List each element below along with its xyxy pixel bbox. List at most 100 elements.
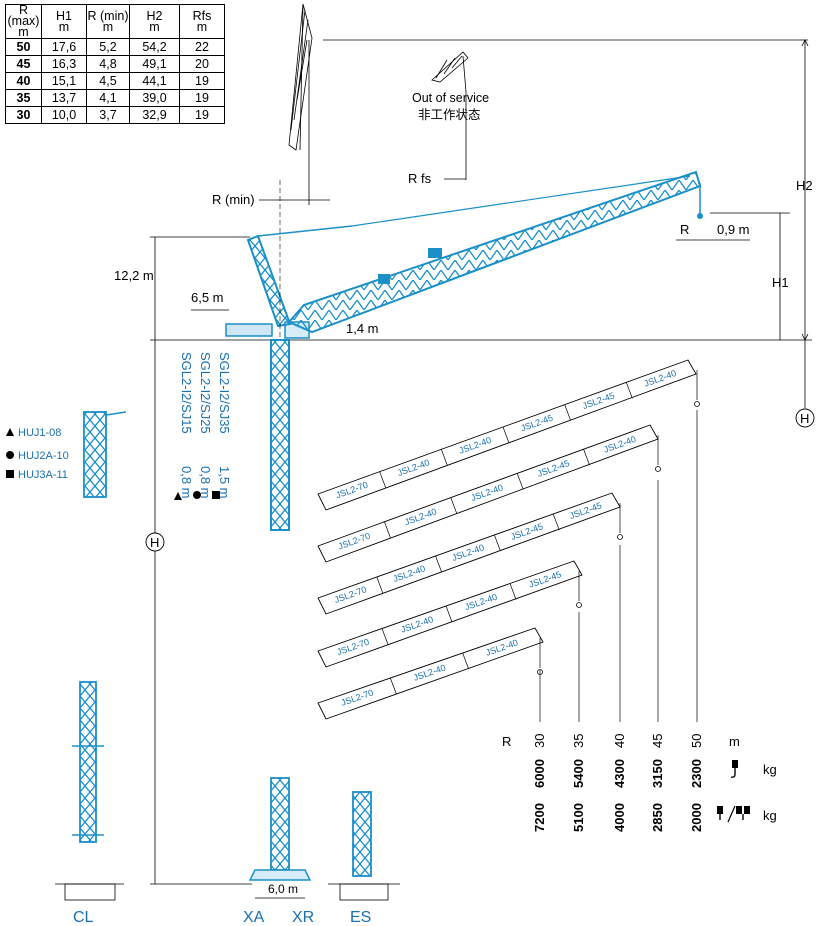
base-cl: CL [55,681,124,926]
rfs-label: R fs [408,171,432,186]
double-hook-icon [717,805,750,823]
cell: 32,9 [129,106,180,124]
out-of-service-jib-outline [431,51,469,93]
h-right-symbol [795,408,815,428]
h-left-label: H [150,535,159,550]
triangle-icon [174,492,182,500]
double-fall-load: 4000 [612,803,627,832]
climbing-2-label: HUJ2A-10 [18,450,69,462]
mast-1-name: SGL2-I2/SJ15 [179,352,194,434]
h-left-symbol [145,532,165,552]
mast-3-name: SGL2-I2/SJ35 [217,352,232,434]
climbing-frame [83,411,107,498]
hook-icon [617,534,623,540]
base-es: ES [328,791,400,926]
folded-jib-outline [288,3,313,151]
segment-divider [390,677,397,695]
single-fall-load: 4300 [612,759,627,788]
single-fall-load: 3150 [650,759,665,788]
square-icon [6,470,14,478]
climbing-legend: HUJ1-08 HUJ2A-10 HUJ3A-11 [6,411,127,498]
cell: 17,6 [41,38,87,56]
dim-122-label: 12,2 m [114,268,154,283]
segment-divider [502,426,510,444]
out-of-service-label: Out of service [412,91,489,105]
base-es-label: ES [350,909,371,926]
dim-14-label: 1,4 m [346,321,379,336]
segment-divider [626,382,633,399]
segment-divider [441,449,448,466]
mast-2-dim: 0,8 m [198,466,213,499]
segment-divider [450,497,458,514]
base-xr-label: XR [292,909,314,926]
hook-icon [576,602,582,608]
header-rmax: R (max)m [5,4,42,39]
mast-2-name: SGL2-I2/SJ25 [198,352,213,434]
base-cl-label: CL [73,909,94,926]
segment-divider [379,471,386,488]
single-fall-load: 6000 [532,759,547,788]
crane-slewing [225,321,310,339]
jib-config-1: JSL2-70JSL2-40JSL2-40JSL2-45JSL2-45JSL2-… [317,359,700,511]
crane-mast [270,339,290,531]
cell: 20 [179,55,225,73]
load-unit-kg-2: kg [763,808,777,823]
segment-divider [384,521,391,538]
load-chart: R m kg kg 306000720035540051004043004000… [502,410,777,832]
cell: 3,7 [86,106,130,124]
segment-divider [583,449,590,466]
radius-value: 40 [612,734,627,748]
segment-divider [494,534,501,552]
load-unit-kg-1: kg [763,762,777,777]
dim-60-label: 6,0 m [268,882,298,896]
h2-label: H2 [796,178,813,193]
double-fall-load: 2000 [689,803,704,832]
mast-labels: SGL2-I2/SJ15 0,8 m SGL2-I2/SJ25 0,8 m SG… [174,352,232,500]
h-right-label: H [800,411,809,426]
cell: 39,0 [129,89,180,107]
base-xa-xr: 6,0 m XA XR [243,777,314,926]
radius-value: 30 [532,734,547,748]
radius-value: 50 [689,734,704,748]
cell: 19 [179,106,225,124]
cell: 30 [5,106,42,124]
segment-divider [552,513,560,531]
jib-configurations: JSL2-70JSL2-40JSL2-40JSL2-45JSL2-45JSL2-… [317,359,700,720]
h1-label: H1 [772,275,789,290]
mast-1-dim: 0,8 m [179,466,194,499]
jib-outline [317,560,583,668]
segment-divider [564,404,571,421]
dim-65-label: 6,5 m [191,290,224,305]
cell: 40 [5,72,42,90]
load-unit-m: m [729,734,740,749]
radius-value: 45 [650,734,665,748]
square-icon [212,491,220,499]
hook-icon [694,401,700,407]
segment-divider [509,583,517,600]
r-label: R [680,222,689,237]
hook-icon [655,466,661,472]
segment-divider [462,652,469,670]
load-r-label: R [502,734,511,749]
cell: 10,0 [41,106,87,124]
cell: 22 [179,38,225,56]
segment-divider [516,473,524,490]
radius-value: 35 [571,734,586,748]
segment-divider [381,628,389,645]
dim-09-label: 0,9 m [717,222,750,237]
crane-tower-head [246,175,691,328]
triangle-icon [6,428,14,436]
base-xa-label: XA [243,909,265,926]
single-fall-load: 5400 [571,759,586,788]
